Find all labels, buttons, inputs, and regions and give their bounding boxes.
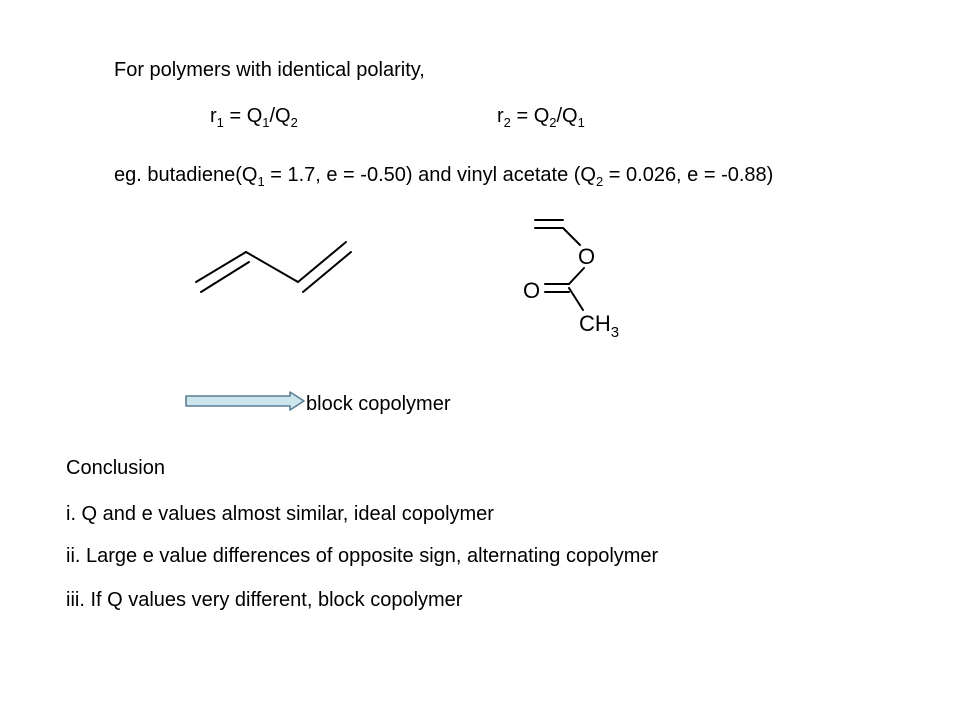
butadiene-structure — [195, 241, 352, 293]
methyl-label: CH3 — [579, 311, 619, 341]
ester-oxygen-label: O — [578, 244, 595, 269]
equation-r1: r1 = Q1/Q2 — [210, 105, 298, 130]
butadiene-bond-1 — [195, 251, 247, 283]
equation-r2: r2 = Q2/Q1 — [497, 105, 585, 130]
example-text: eg. butadiene(Q1 = 1.7, e = -0.50) and v… — [114, 164, 774, 189]
butadiene-bond-1-double — [200, 261, 250, 293]
conclusion-item: iii. If Q values very different, block c… — [66, 589, 463, 611]
intro-text: For polymers with identical polarity, — [114, 59, 425, 81]
arrow-label: block copolymer — [306, 393, 451, 415]
conclusion-item: i. Q and e values almost similar, ideal … — [66, 503, 494, 525]
butadiene-bond-3 — [297, 241, 347, 283]
conclusion-item: ii. Large e value differences of opposit… — [66, 545, 659, 567]
vinyl-acetate-structure — [534, 219, 585, 311]
carbonyl-to-methyl-bond — [568, 287, 584, 311]
o-to-carbonyl-bond — [568, 267, 585, 285]
butadiene-bond-3-double — [302, 251, 352, 293]
carbonyl-oxygen-label: O — [523, 278, 540, 303]
butadiene-bond-2 — [245, 251, 299, 283]
reaction-arrow-icon — [185, 391, 305, 411]
vinyl-to-o-bond — [562, 227, 581, 246]
conclusion-heading: Conclusion — [66, 457, 165, 479]
